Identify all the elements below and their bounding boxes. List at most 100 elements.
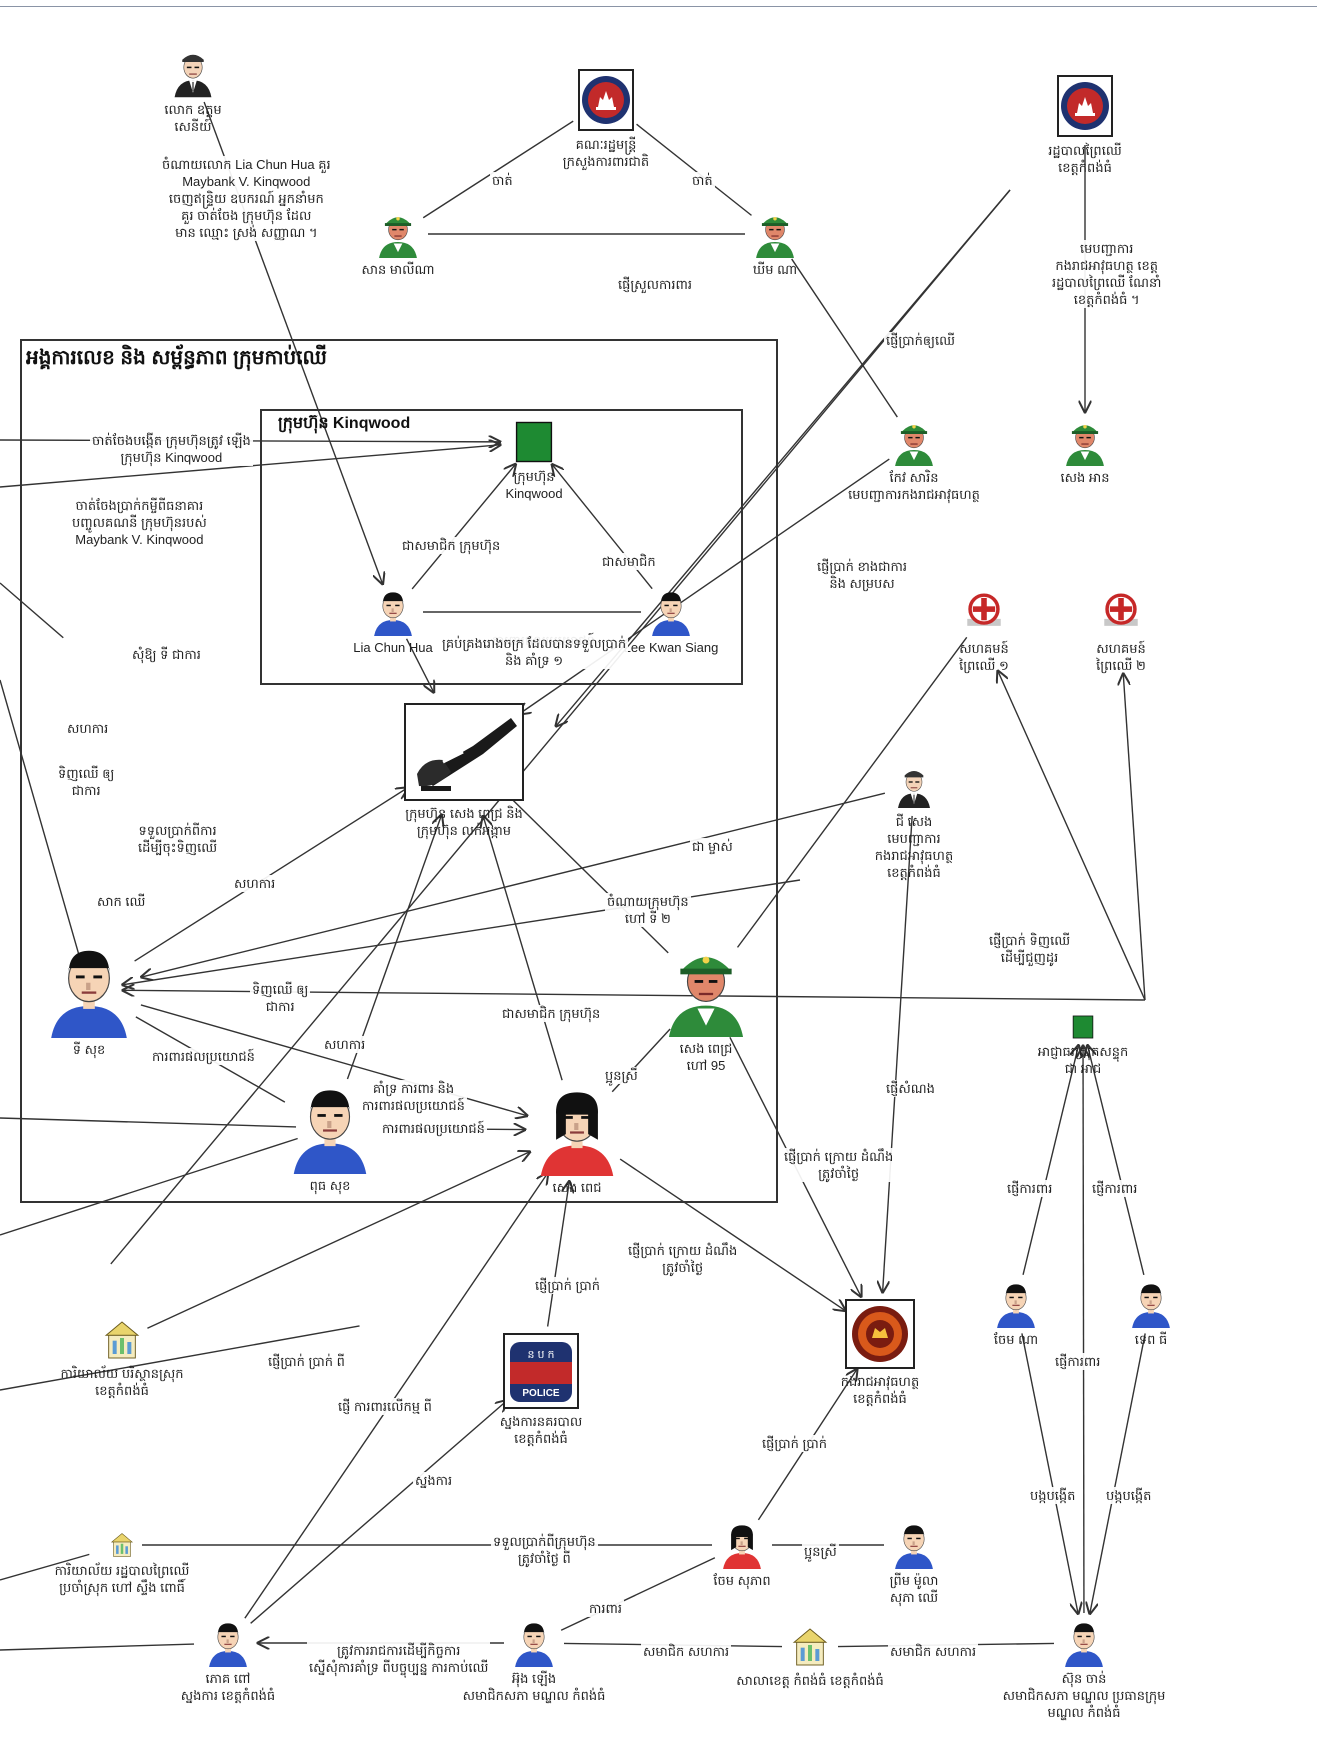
edge-label-line: ផ្ញើ ការពារលើកម្ម ពី: [338, 1399, 432, 1414]
edge-label: ផ្ញើប្រាក់ ខាងជាការនិង សម្របស: [815, 558, 910, 592]
edge-label-line: ជា ម្ចាស់: [692, 839, 733, 854]
edge-label-line: ជាសមាជិក ក្រុមហ៊ុន: [402, 538, 501, 553]
node-caption: អ៊ុង ឡើងសមាជិកសភា មណ្ឌល កំពង់ធំ: [463, 1670, 606, 1704]
node-caption-line: ខេត្តកំពង់ធំ: [887, 865, 941, 880]
edge-label-line: ផ្ញើប្រាក់ឲ្យឈើ: [886, 333, 955, 348]
node-caption-line: សេង ពេជ: [552, 1180, 602, 1195]
edge-label: ជាសមាជិក ក្រុមហ៊ុន: [500, 1005, 603, 1022]
node-caption-line: ខេត្តកំពង់ធំ: [1058, 160, 1112, 175]
edge-label-line: ផ្ញើប្រាក់ ក្រោយ ដំណឹង: [628, 1243, 738, 1258]
edge-label-line: ត្រូវចាំថ្ងៃ: [662, 1260, 704, 1275]
edge-label-line: ត្រូវចាំថ្ងៃ ពី: [517, 1551, 571, 1566]
edge-label-line: មាន ឈ្មោះ ស្រង់ សញ្ញាណ ។: [175, 225, 318, 240]
node-caption: ទេព ធី: [1135, 1331, 1168, 1348]
edge-label: ស្នងការ: [413, 1472, 455, 1489]
edge-label: ផ្ញើការពារ: [1090, 1180, 1140, 1197]
edge-extra-5: [0, 1137, 298, 1236]
edge-label: ផ្ញើស្រួលការពារ: [616, 276, 695, 293]
ministry-emblem-icon: [1052, 73, 1118, 139]
person-icon: [286, 1082, 374, 1174]
edge-label: សហការ: [232, 875, 278, 892]
edge-label-line: សុំឱ្យ ទី ជាការ: [132, 647, 201, 662]
node-caption: ភោគ ពៅស្នងការ ខេត្តកំពង់ធំ: [181, 1670, 275, 1704]
edge-label-line: ទទួលប្រាក់ពីក្រុមហ៊ុន: [493, 1534, 596, 1549]
edge-police_chief_low-seng_woman: [244, 1173, 548, 1619]
edge-senator-district_office: [1083, 1046, 1084, 1614]
police-badge-top-text: ន ប ក: [527, 1349, 554, 1361]
person-icon: [993, 1280, 1039, 1328]
edge-soldier_right-ministry_emblem: [636, 123, 752, 216]
node-caption-line: ស៊ុន ចាន់: [1061, 1671, 1107, 1686]
node-caption-line: ជី សេង: [895, 814, 933, 829]
official-icon: [170, 46, 216, 98]
edge-label: ចាត់: [690, 172, 715, 189]
chainsaw-icon: [403, 702, 525, 802]
edge-label-line: ផ្ញើប្រាក់ ក្រោយ ដំណឹង: [784, 1149, 894, 1164]
ministry-emblem-icon: [573, 67, 639, 133]
edge-label-line: ត្រូវចាំថ្ងៃ: [818, 1166, 860, 1181]
node-caption-line: ក្រុមហ៊ុន: [513, 469, 555, 484]
edge-label-line: ស្នងការ: [415, 1473, 453, 1488]
edge-label-line: ការពារ: [589, 1601, 623, 1616]
edge-label: ជាសមាជិក ក្រុមហ៊ុន: [400, 537, 503, 554]
node-caption-line: កងរាជអាវុធហត្ថ: [874, 848, 954, 863]
edge-label: ចាត់: [490, 172, 515, 189]
edge-label: ផ្ញើប្រាក់ ប្រាក់: [533, 1277, 602, 1294]
node-caption: សាន មាលីណា: [361, 261, 434, 278]
edge-label-line: ប្អូនស្រី: [804, 1544, 837, 1559]
edge-label: ផ្ញើសំណង: [884, 1080, 937, 1097]
company-icon: [1070, 1014, 1096, 1040]
node-caption-line: លោក ឧត្តម: [164, 102, 222, 117]
edge-label-line: និង សម្របស: [829, 576, 895, 591]
edge-general_95-chainsaw: [511, 798, 669, 954]
edge-label-line: ចាត់ចែងប្រាក់កម្ចីពីធនាគារ: [75, 498, 204, 513]
edge-label-line: គ្រប់គ្រងរោងចក្រ ដែលបានទទួលប្រាក់: [442, 636, 627, 651]
node-caption-line: សមាជិកសភា មណ្ឌល កំពង់ធំ: [462, 1688, 606, 1703]
edge-label-line: គាំទ្រ ការពារ និង: [372, 1081, 455, 1096]
edge-villager_2-district_office: [1088, 1045, 1145, 1276]
node-caption-line: ចែម សុភាព: [713, 1573, 771, 1588]
node-caption: កែវ សារិនមេបញ្ជាការកងរាជអាវុធហត្ថ: [848, 469, 980, 503]
node-caption-line: កែវ សារិន: [889, 470, 939, 485]
edge-label-line: សហការ: [324, 1037, 366, 1052]
node-caption-line: សុភា ឈើ: [889, 1590, 939, 1605]
edge-label-line: ទទួលប្រាក់ពីការ: [138, 823, 217, 838]
edge-label-line: និង គាំទ្រ ១: [505, 653, 564, 668]
person-icon: [511, 1619, 557, 1667]
edge-label-line: ចាត់: [492, 173, 513, 188]
edge-label-line: ស្នើសុំការគាំទ្រ ពីបច្ចុប្បន្ន ការកាប់ឈើ: [309, 1660, 489, 1675]
node-caption: កងរាជអាវុធហត្ថខេត្តកំពង់ធំ: [841, 1373, 919, 1407]
edge-label-line: ជាការ: [71, 783, 101, 798]
edge-label: ផ្ញើប្រាក់ ប្រាក់ ពី: [266, 1353, 347, 1370]
edge-label-line: ដើម្បីចុះទិញឈើ: [138, 840, 218, 855]
node-caption-line: សេនីយ៍: [174, 119, 212, 134]
node-caption-line: ក្រុមហ៊ុន លក់អង្កាម: [416, 823, 512, 838]
node-caption-line: មណ្ឌល កំពង់ធំ: [1047, 1705, 1121, 1720]
edge-puth_sok-chainsaw: [346, 815, 441, 1080]
person-icon: [533, 1084, 621, 1176]
node-caption-line: ពុធ សុខ: [309, 1178, 351, 1193]
top-border: [0, 0, 1317, 7]
node-caption-line: ភោគ ពៅ: [205, 1671, 251, 1686]
node-caption: សេង ពេជ្រហៅ 95: [680, 1040, 733, 1074]
edge-label-line: Maybank V. Kinqwood: [75, 532, 204, 547]
edge-label: ទទួលប្រាក់ពីក្រុមហ៊ុនត្រូវចាំថ្ងៃ ពី: [491, 1533, 598, 1567]
node-caption-line: ខេត្តកំពង់ធំ: [853, 1391, 907, 1406]
person-icon: [1128, 1280, 1174, 1328]
edge-police_chief_low-police_badge: [250, 1401, 507, 1624]
edge-label-line: សហការ: [67, 721, 109, 736]
edge-label-line: សហការ: [234, 876, 276, 891]
kinqwood-frame-title: ក្រុមហ៊ុន Kinqwood: [278, 415, 411, 432]
edge-label: ផ្ញើ ការពារលើកម្ម ពី: [336, 1398, 434, 1415]
node-caption: Lee Kwan Siang: [624, 639, 719, 656]
node-caption-line: ខេត្តកំពង់ធំ: [514, 1431, 568, 1446]
node-caption: ពុធ សុខ: [310, 1177, 351, 1194]
edge-police_officer-ty_sok: [141, 792, 886, 977]
soldier-icon: [891, 418, 937, 466]
official-icon: [894, 762, 934, 810]
edge-label-line: ក្រុមហ៊ុន Kinqwood: [120, 450, 223, 465]
edge-label-line: បញ្ចូលគណនី ក្រុមហ៊ុនរបស់: [72, 515, 207, 530]
node-caption-line: សេង ពេជ្រ: [679, 1041, 733, 1056]
edge-label-line: សមាជិក សហការ: [890, 1644, 977, 1659]
edge-soldier_left-ministry_emblem: [422, 120, 574, 219]
